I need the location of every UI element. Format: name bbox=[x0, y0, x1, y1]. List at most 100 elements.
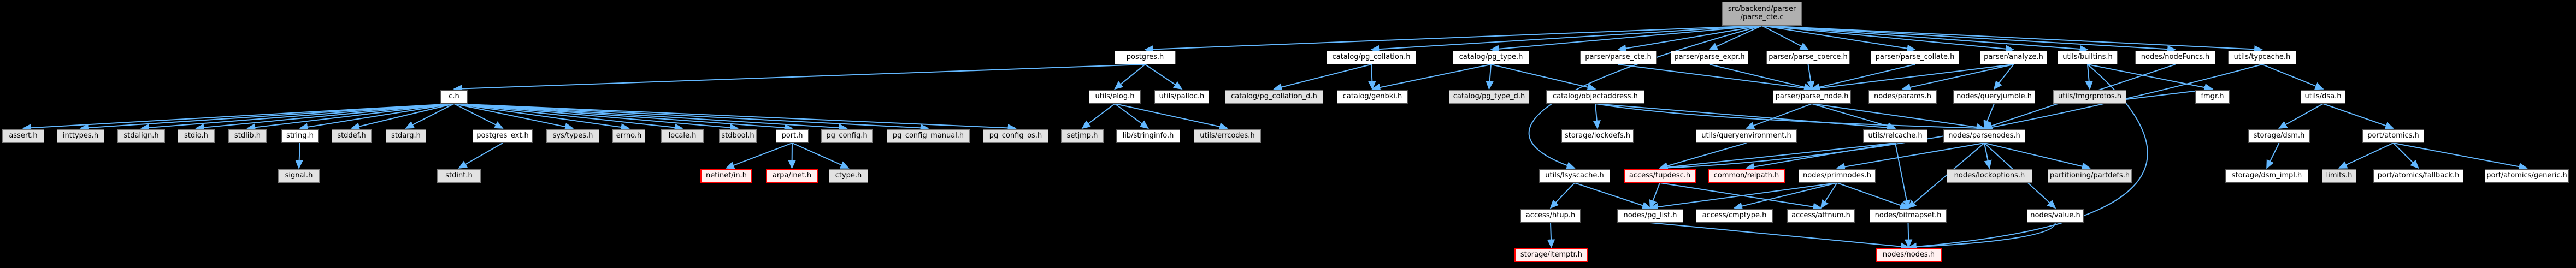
include-edge bbox=[1761, 25, 1809, 50]
graph-node-nodes-lockoptions-h[interactable]: nodes/lockoptions.h bbox=[1947, 169, 2032, 183]
include-edge bbox=[1761, 25, 2177, 53]
include-edge bbox=[1145, 64, 1183, 90]
graph-node-utils-builtins-h[interactable]: utils/builtins.h bbox=[2058, 51, 2118, 64]
graph-node-signal-h[interactable]: signal.h bbox=[278, 169, 320, 183]
graph-node-port-atomics-generic-h[interactable]: port/atomics/generic.h bbox=[2485, 169, 2569, 183]
graph-node-port-atomics-h[interactable]: port/atomics.h bbox=[2362, 129, 2424, 143]
graph-node-stdalign-h[interactable]: stdalign.h bbox=[117, 129, 165, 143]
include-edge bbox=[1490, 64, 1596, 91]
include-edge bbox=[1618, 64, 1813, 92]
graph-node-catalog-pg-collation-d-h[interactable]: catalog/pg_collation_d.h bbox=[1225, 90, 1323, 104]
graph-node-netinet-in-h[interactable]: netinet/in.h bbox=[700, 169, 752, 183]
include-edge bbox=[1649, 182, 1660, 209]
include-edge bbox=[2278, 103, 2324, 129]
include-edge bbox=[2085, 64, 2093, 90]
graph-node-nodes-parsenodes-h[interactable]: nodes/parsenodes.h bbox=[1943, 129, 2025, 143]
graph-node-nodes-nodes-h[interactable]: nodes/nodes.h bbox=[1876, 248, 1942, 262]
graph-node-catalog-pg-type-d-h[interactable]: catalog/pg_type_d.h bbox=[1449, 90, 1529, 104]
graph-node-stdlib-h[interactable]: stdlib.h bbox=[228, 129, 267, 143]
include-edge bbox=[246, 103, 455, 132]
graph-node-stdarg-h[interactable]: stdarg.h bbox=[386, 129, 426, 143]
graph-node-port-atomics-fallback-h[interactable]: port/atomics/fallback.h bbox=[2373, 169, 2463, 183]
include-edge bbox=[2338, 142, 2394, 169]
graph-node-c-h[interactable]: c.h bbox=[440, 90, 468, 104]
graph-node-inttypes-h[interactable]: inttypes.h bbox=[57, 129, 104, 143]
include-edge bbox=[1659, 142, 1896, 171]
graph-node-nodes-queryjumble-h[interactable]: nodes/queryjumble.h bbox=[1953, 90, 2035, 104]
graph-node-catalog-pg-collation-h[interactable]: catalog/pg_collation.h bbox=[1327, 51, 1416, 64]
include-edge bbox=[453, 103, 630, 132]
graph-node-utils-relcache-h[interactable]: utils/relcache.h bbox=[1863, 129, 1927, 143]
graph-node-nodes-pg-list-h[interactable]: nodes/pg_list.h bbox=[1617, 209, 1683, 223]
graph-node-arpa-inet-h[interactable]: arpa/inet.h bbox=[766, 169, 818, 183]
graph-node-pg-config-manual-h[interactable]: pg_config_manual.h bbox=[887, 129, 970, 143]
graph-node-access-attnum-h[interactable]: access/attnum.h bbox=[1787, 209, 1855, 223]
graph-node-setjmp-h[interactable]: setjmp.h bbox=[1061, 129, 1104, 143]
graph-node-parser-parse-collate-h[interactable]: parser/parse_collate.h bbox=[1871, 51, 1959, 64]
graph-node-access-tupdesc-h[interactable]: access/tupdesc.h bbox=[1624, 169, 1696, 183]
graph-node-common-relpath-h[interactable]: common/relpath.h bbox=[1708, 169, 1785, 183]
graph-node-catalog-pg-type-h[interactable]: catalog/pg_type.h bbox=[1453, 51, 1529, 64]
include-edge bbox=[1659, 142, 1747, 170]
graph-node-nodes-primnodes-h[interactable]: nodes/primnodes.h bbox=[1799, 169, 1876, 183]
graph-node-catalog-genbki-h[interactable]: catalog/genbki.h bbox=[1337, 90, 1408, 104]
include-edge bbox=[1745, 103, 1812, 129]
graph-node-nodes-bitmapset-h[interactable]: nodes/bitmapset.h bbox=[1870, 209, 1947, 223]
graph-node-postgres-h[interactable]: postgres.h bbox=[1115, 51, 1176, 64]
graph-node-parser-analyze-h[interactable]: parser/analyze.h bbox=[1980, 51, 2047, 64]
graph-node-nodes-params-h[interactable]: nodes/params.h bbox=[1868, 90, 1937, 104]
graph-node-stdio-h[interactable]: stdio.h bbox=[178, 129, 215, 143]
graph-root-src-backend-parser-parse-cte-c[interactable]: src/backend/parser /parse_cte.c bbox=[1722, 2, 1802, 26]
graph-node-storage-dsm-impl-h[interactable]: storage/dsm_impl.h bbox=[2225, 169, 2308, 183]
graph-node-errno-h[interactable]: errno.h bbox=[612, 129, 645, 143]
graph-node-utils-errcodes-h[interactable]: utils/errcodes.h bbox=[1194, 129, 1261, 143]
graph-node-stdint-h[interactable]: stdint.h bbox=[437, 169, 481, 183]
graph-node-utils-dsa-h[interactable]: utils/dsa.h bbox=[2301, 90, 2345, 104]
graph-node-parser-parse-expr-h[interactable]: parser/parse_expr.h bbox=[1671, 51, 1748, 64]
graph-node-stddef-h[interactable]: stddef.h bbox=[332, 129, 372, 143]
include-edge bbox=[453, 103, 504, 129]
graph-node-sys-types-h[interactable]: sys/types.h bbox=[546, 129, 599, 143]
include-edge bbox=[2266, 142, 2280, 169]
include-edge bbox=[1370, 25, 1762, 53]
graph-node-storage-lockdefs-h[interactable]: storage/lockdefs.h bbox=[1561, 129, 1634, 143]
graph-node-parser-parse-coerce-h[interactable]: parser/parse_coerce.h bbox=[1766, 51, 1850, 64]
graph-node-port-h[interactable]: port.h bbox=[776, 129, 809, 143]
include-edge bbox=[1983, 103, 1995, 129]
graph-node-parser-parse-node-h[interactable]: parser/parse_node.h bbox=[1773, 90, 1851, 104]
graph-node-string-h[interactable]: string.h bbox=[281, 129, 319, 143]
graph-node-access-cmptype-h[interactable]: access/cmptype.h bbox=[1696, 209, 1773, 223]
graph-node-ctype-h[interactable]: ctype.h bbox=[829, 169, 868, 183]
graph-node-postgres-ext-h[interactable]: postgres_ext.h bbox=[473, 129, 533, 143]
include-edge bbox=[1761, 25, 2015, 53]
include-edge bbox=[1659, 182, 1822, 211]
graph-node-nodes-nodefuncs-h[interactable]: nodes/nodeFuncs.h bbox=[2135, 51, 2215, 64]
graph-node-utils-lsyscache-h[interactable]: utils/lsyscache.h bbox=[1539, 169, 1610, 183]
graph-node-utils-palloc-h[interactable]: utils/palloc.h bbox=[1154, 90, 1209, 104]
graph-node-partitioning-partdefs-h[interactable]: partitioning/partdefs.h bbox=[2048, 169, 2132, 183]
graph-node-assert-h[interactable]: assert.h bbox=[2, 129, 44, 143]
graph-node-limits-h[interactable]: limits.h bbox=[2322, 169, 2356, 183]
graph-node-pg-config-h[interactable]: pg_config.h bbox=[821, 129, 873, 143]
include-edge bbox=[1659, 64, 2262, 172]
graph-node-pg-config-os-h[interactable]: pg_config_os.h bbox=[983, 129, 1048, 143]
graph-node-fmgr-h[interactable]: fmgr.h bbox=[2195, 90, 2230, 104]
graph-node-stdbool-h[interactable]: stdbool.h bbox=[719, 129, 757, 143]
graph-node-utils-typcache-h[interactable]: utils/typcache.h bbox=[2228, 51, 2296, 64]
graph-node-catalog-objectaddress-h[interactable]: catalog/objectaddress.h bbox=[1546, 90, 1644, 104]
graph-node-locale-h[interactable]: locale.h bbox=[661, 129, 704, 143]
graph-node-utils-queryenvironment-h[interactable]: utils/queryenvironment.h bbox=[1696, 129, 1797, 143]
include-edge bbox=[1371, 64, 1492, 92]
graph-node-lib-stringinfo-h[interactable]: lib/stringinfo.h bbox=[1116, 129, 1180, 143]
graph-node-nodes-value-h[interactable]: nodes/value.h bbox=[2027, 209, 2084, 223]
graph-node-storage-itemptr-h[interactable]: storage/itemptr.h bbox=[1514, 248, 1588, 262]
include-edge bbox=[453, 103, 574, 131]
include-edge bbox=[453, 64, 1146, 93]
graph-node-storage-dsm-h[interactable]: storage/dsm.h bbox=[2248, 129, 2310, 143]
graph-node-utils-fmgrprotos-h[interactable]: utils/fmgrprotos.h bbox=[2053, 90, 2126, 104]
graph-node-access-htup-h[interactable]: access/htup.h bbox=[1520, 209, 1581, 223]
include-edge bbox=[1907, 222, 2056, 251]
graph-node-parser-parse-cte-h[interactable]: parser/parse_cte.h bbox=[1580, 51, 1657, 64]
include-edge bbox=[1144, 25, 1762, 53]
graph-node-utils-elog-h[interactable]: utils/elog.h bbox=[1089, 90, 1141, 104]
